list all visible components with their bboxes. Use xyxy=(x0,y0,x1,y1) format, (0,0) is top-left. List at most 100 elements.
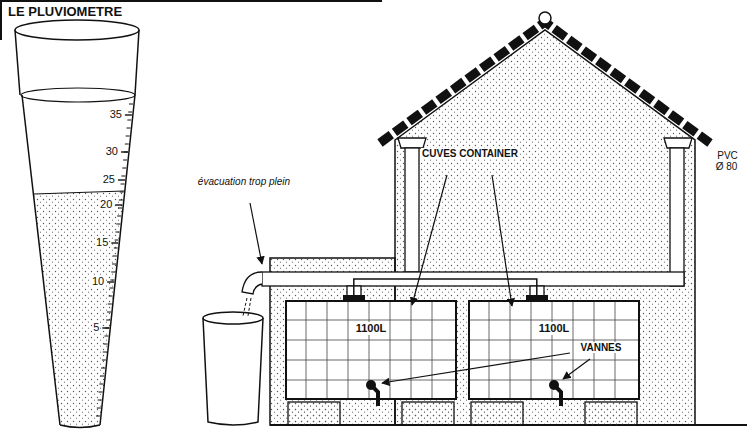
rain-gauge xyxy=(111,242,118,243)
leader-line xyxy=(492,175,512,306)
roof xyxy=(539,12,551,24)
rain-gauge xyxy=(120,192,124,193)
scale-number: 35 xyxy=(109,108,123,120)
rain-gauge xyxy=(110,288,114,289)
rain-gauge xyxy=(125,114,132,115)
tank-cage xyxy=(468,340,640,341)
valve xyxy=(554,385,561,406)
frame xyxy=(0,0,2,40)
rain-gauge xyxy=(121,151,128,152)
rain-gauge xyxy=(100,95,135,425)
rain-gauge xyxy=(117,216,121,217)
scale-number: 25 xyxy=(102,173,116,185)
rain-gauge xyxy=(104,336,108,337)
rain-gauge xyxy=(34,191,124,194)
frame xyxy=(0,0,382,2)
rain-gauge xyxy=(119,200,123,201)
rain-gauge xyxy=(126,136,130,137)
rain-gauge xyxy=(15,20,139,428)
pipe xyxy=(242,272,262,294)
tank-cage xyxy=(468,360,640,361)
rain-gauge xyxy=(96,416,100,417)
annotation: CUVES CONTAINER xyxy=(421,148,519,159)
rain-gauge xyxy=(100,376,104,377)
rain-gauge xyxy=(116,224,120,225)
rain-gauge xyxy=(112,264,116,265)
roof xyxy=(380,22,710,143)
scale-number: 15 xyxy=(95,236,109,248)
annotation: évacuation trop plein xyxy=(192,176,296,187)
pipe xyxy=(242,148,684,300)
tank-cage xyxy=(432,300,433,400)
pipe xyxy=(670,148,684,286)
tank-cage xyxy=(306,300,307,400)
rain-gauge xyxy=(98,400,102,401)
rain-gauge xyxy=(128,112,132,113)
annotation: PVC Ø 80 xyxy=(716,150,739,172)
rain-gauge xyxy=(118,208,122,209)
scale-number: 20 xyxy=(99,198,113,210)
rain-gauge xyxy=(129,104,133,105)
rain-gauge xyxy=(114,248,118,249)
rain-gauge xyxy=(96,104,133,416)
tank-cage xyxy=(573,300,574,400)
rain-gauge xyxy=(15,20,139,40)
gutter xyxy=(398,138,692,148)
rain-gauge xyxy=(99,392,103,393)
tank-cage xyxy=(468,320,640,321)
gutter xyxy=(398,138,426,148)
leader-line xyxy=(563,359,590,379)
scale-number: 10 xyxy=(85,275,105,287)
pipe xyxy=(405,148,419,272)
tank-support xyxy=(585,402,637,425)
tank-container: 1100L xyxy=(285,300,457,400)
annotation: PVC Ø 80 xyxy=(711,150,743,172)
rain-gauge xyxy=(123,160,127,161)
tank-cage xyxy=(285,340,457,341)
tank-cage xyxy=(348,300,349,400)
gutter xyxy=(664,138,692,148)
rain-gauge xyxy=(97,408,101,409)
tank-cage xyxy=(327,300,328,400)
tank-cage xyxy=(510,300,511,400)
rain-gauge xyxy=(22,95,60,425)
rain-gauge xyxy=(118,179,125,180)
leader-line xyxy=(382,353,570,383)
scale-number: 10 xyxy=(91,275,105,287)
tank-cage xyxy=(390,300,391,400)
pipe-connector xyxy=(354,279,537,300)
capacity-label: 1100L xyxy=(353,322,390,335)
rain-gauge xyxy=(115,232,119,233)
rain-gauge xyxy=(106,320,110,321)
rain-gauge xyxy=(127,128,131,129)
rain-gauge xyxy=(21,88,135,102)
rain-gauge xyxy=(115,204,122,205)
tank-support xyxy=(288,402,340,425)
annotation: VANNES xyxy=(572,342,630,353)
tank-cage xyxy=(285,300,640,400)
rain-gauge xyxy=(121,176,125,177)
rain-gauge xyxy=(99,384,103,385)
scale-number: 35 xyxy=(103,108,123,120)
scale-number: 5 xyxy=(80,321,100,333)
overflow-bucket xyxy=(203,318,263,425)
valve xyxy=(366,380,561,406)
capacity-label: 1100L xyxy=(536,322,573,335)
roof xyxy=(380,12,710,143)
rain-gauge xyxy=(125,144,129,145)
annotation: VANNES xyxy=(580,342,623,353)
scale-number: 15 xyxy=(89,236,109,248)
overflow-bucket xyxy=(203,312,263,324)
rain-gauge xyxy=(102,360,106,361)
annotation: CUVES CONTAINER xyxy=(420,148,520,159)
rain-gauge xyxy=(122,168,126,169)
rain-gauge xyxy=(109,296,113,297)
overflow-bucket xyxy=(203,298,263,425)
scale-number: 20 xyxy=(93,198,113,210)
leader-line xyxy=(250,203,262,264)
scale-number: 5 xyxy=(92,321,100,333)
rain-gauge xyxy=(107,281,114,282)
leader-line xyxy=(250,175,590,383)
